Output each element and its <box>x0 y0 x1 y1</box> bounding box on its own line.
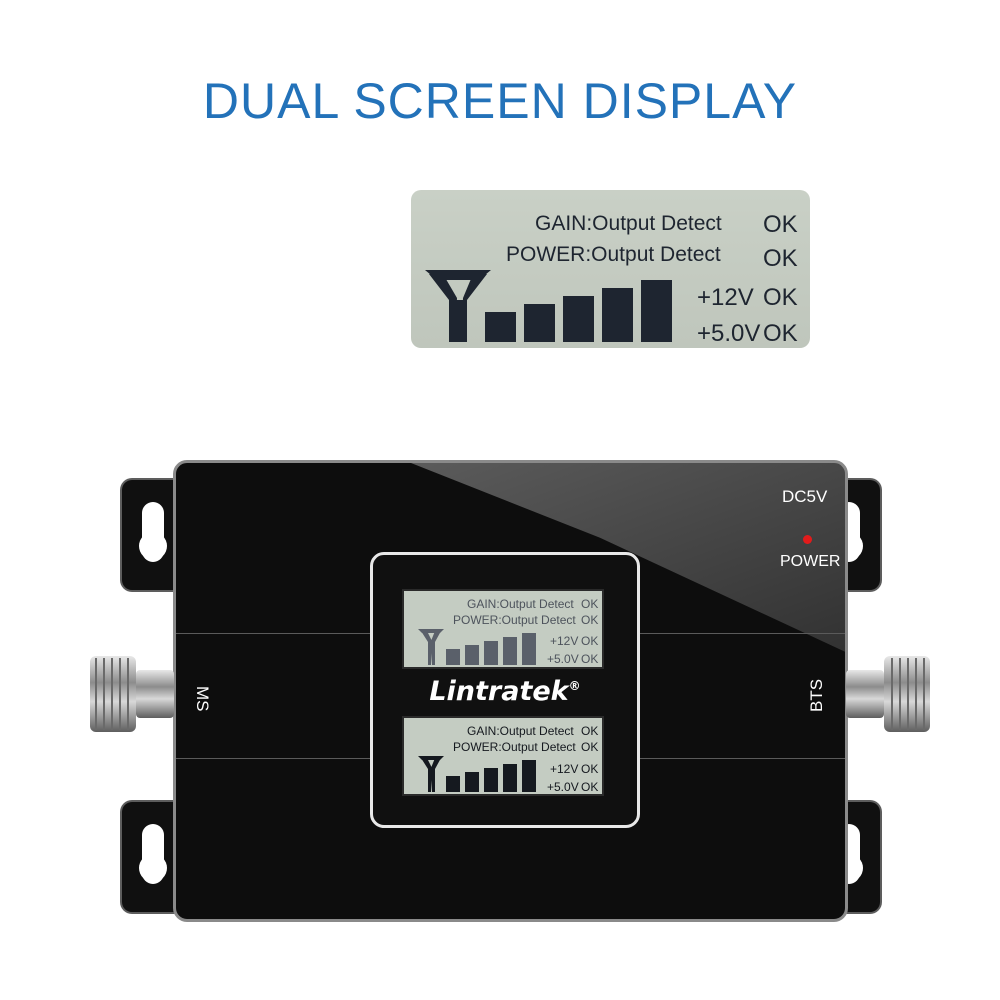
signal-bar <box>563 296 594 342</box>
lcd-screen-top: GAIN:Output Detect OK POWER:Output Detec… <box>402 589 604 669</box>
signal-bar <box>446 649 460 665</box>
power-status: OK <box>581 740 599 754</box>
signal-bar <box>484 768 498 792</box>
v12-status: OK <box>763 284 798 311</box>
gain-status: OK <box>581 724 599 738</box>
signal-bars <box>446 760 536 792</box>
dc-input-label: DC5V <box>782 487 828 506</box>
ms-connector <box>90 656 174 732</box>
v5-label: +5.0V <box>697 320 761 347</box>
v5-status: OK <box>581 780 599 794</box>
signal-strength-icon <box>425 270 672 342</box>
v5-status: OK <box>581 652 599 666</box>
gain-label: GAIN:Output Detect <box>467 597 574 611</box>
power-label: POWER:Output Detect <box>453 740 576 754</box>
signal-bar <box>503 764 517 792</box>
power-status: OK <box>581 613 599 627</box>
ms-port-label: MS <box>193 686 212 712</box>
signal-bar <box>524 304 555 342</box>
signal-bar <box>503 637 517 665</box>
gain-status: OK <box>763 211 798 238</box>
v12-label: +12V <box>697 284 754 311</box>
lcd-closeup: GAIN:Output Detect OK POWER:Output Detec… <box>411 190 810 348</box>
brand-logo: Lintratek® <box>429 676 581 707</box>
v12-status: OK <box>581 762 599 776</box>
v12-label: +12V <box>550 634 579 648</box>
signal-bar <box>602 288 633 342</box>
bts-connector <box>846 656 930 732</box>
v5-label: +5.0V <box>547 652 579 666</box>
signal-strength-icon <box>418 756 536 792</box>
signal-bar <box>485 312 516 342</box>
gain-label: GAIN:Output Detect <box>535 212 722 235</box>
page-heading: DUAL SCREEN DISPLAY <box>202 73 798 129</box>
bts-port-label: BTS <box>807 678 826 712</box>
signal-bar <box>522 633 536 665</box>
v12-label: +12V <box>550 762 579 776</box>
signal-bar <box>446 776 460 792</box>
signal-bars <box>446 633 536 665</box>
power-status: OK <box>763 245 798 272</box>
signal-bar <box>465 645 479 665</box>
v5-status: OK <box>763 320 798 347</box>
lcd-screen-bottom: GAIN:Output Detect OK POWER:Output Detec… <box>402 716 604 796</box>
power-indicator-label: POWER <box>780 553 841 570</box>
v5-label: +5.0V <box>547 780 579 794</box>
signal-strength-icon <box>418 629 536 665</box>
gain-status: OK <box>581 597 599 611</box>
power-led <box>803 535 812 544</box>
v12-status: OK <box>581 634 599 648</box>
signal-bars <box>485 280 672 342</box>
power-label: POWER:Output Detect <box>506 243 721 266</box>
signal-bar <box>465 772 479 792</box>
signal-bar <box>641 280 672 342</box>
signal-bar <box>522 760 536 792</box>
signal-bar <box>484 641 498 665</box>
gain-label: GAIN:Output Detect <box>467 724 574 738</box>
power-label: POWER:Output Detect <box>453 613 576 627</box>
